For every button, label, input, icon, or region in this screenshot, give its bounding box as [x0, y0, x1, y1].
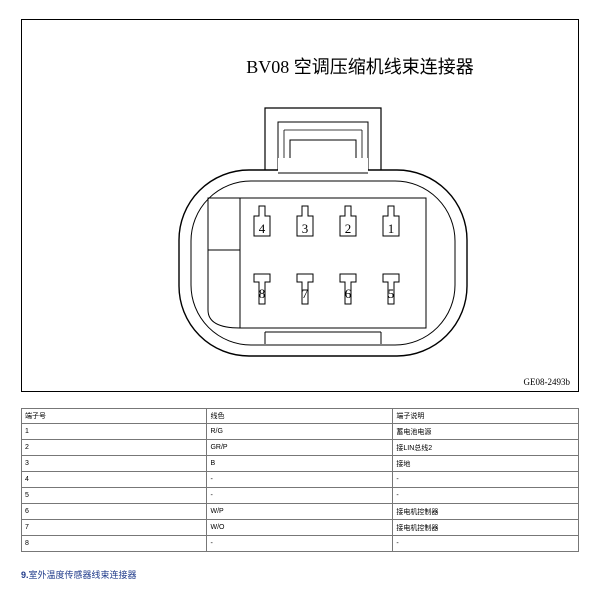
terminal-cell: 8: [20, 535, 208, 552]
wire-color-cell: -: [206, 487, 394, 504]
terminal-cell: 6: [20, 503, 208, 520]
header-wire-color: 线色: [206, 408, 394, 424]
pin-terminal: [382, 273, 400, 305]
description-cell: 接电机控制器: [392, 503, 579, 520]
latch-inner: [277, 121, 369, 175]
pin-number: 1: [388, 221, 395, 236]
table-row: 4--: [20, 471, 579, 488]
wire-color-cell: W/P: [206, 503, 394, 520]
next-section-heading: 9.室外温度传感器线束连接器: [21, 568, 137, 581]
terminal-cell: 1: [20, 423, 208, 440]
pin-number: 8: [259, 286, 266, 301]
pin-terminal: [296, 205, 314, 237]
housing-inner: [190, 180, 456, 346]
pin-terminal: [382, 205, 400, 237]
description-cell: 接地: [392, 455, 579, 472]
table-header-row: 端子号 线色 端子说明: [20, 408, 579, 424]
terminal-cell: 5: [20, 487, 208, 504]
section-number: 9.: [21, 570, 29, 580]
pin-number: 3: [302, 221, 309, 236]
header-description: 端子说明: [392, 408, 579, 424]
table-row: 5--: [20, 487, 579, 504]
terminal-cell: 4: [20, 471, 208, 488]
terminal-cell: 7: [20, 519, 208, 536]
pin-number: 2: [345, 221, 352, 236]
connector-diagram: 4 3 2 1 8 7 6 5: [178, 107, 468, 357]
wire-color-cell: -: [206, 535, 394, 552]
top-pin-row: 4 3 2 1: [253, 205, 400, 237]
header-terminal: 端子号: [20, 408, 208, 424]
pin-cavity: [239, 197, 427, 329]
description-cell: -: [392, 487, 579, 504]
description-cell: 蓄电池电源: [392, 423, 579, 440]
terminal-cell: 3: [20, 455, 208, 472]
wire-color-cell: W/O: [206, 519, 394, 536]
wire-color-cell: B: [206, 455, 394, 472]
pin-number: 6: [345, 286, 352, 301]
description-cell: -: [392, 471, 579, 488]
latch-outer: [264, 107, 382, 175]
description-cell: 接LIN总线2: [392, 439, 579, 456]
pin-terminal: [253, 205, 271, 237]
wire-color-cell: R/G: [206, 423, 394, 440]
pin-terminal: [296, 273, 314, 305]
pin-number: 5: [388, 286, 395, 301]
pin-terminal: [253, 273, 271, 305]
figure-title: BV08 空调压缩机线束连接器: [246, 57, 474, 77]
table-row: 8--: [20, 535, 579, 552]
description-cell: 接电机控制器: [392, 519, 579, 536]
terminal-cell: 2: [20, 439, 208, 456]
figure-code: GE08-2493b: [523, 377, 571, 387]
connector-figure: BV08 空调压缩机线束连接器 4 3 2 1 8 7 6 5 GE08-2493b: [21, 19, 579, 392]
pin-number: 4: [259, 221, 266, 236]
bottom-pin-row: 8 7 6 5: [253, 273, 400, 305]
pin-terminal: [339, 273, 357, 305]
wire-color-cell: -: [206, 471, 394, 488]
description-cell: -: [392, 535, 579, 552]
wire-color-cell: GR/P: [206, 439, 394, 456]
section-title: 室外温度传感器线束连接器: [28, 570, 137, 580]
pin-terminal: [339, 205, 357, 237]
pin-number: 7: [302, 286, 309, 301]
